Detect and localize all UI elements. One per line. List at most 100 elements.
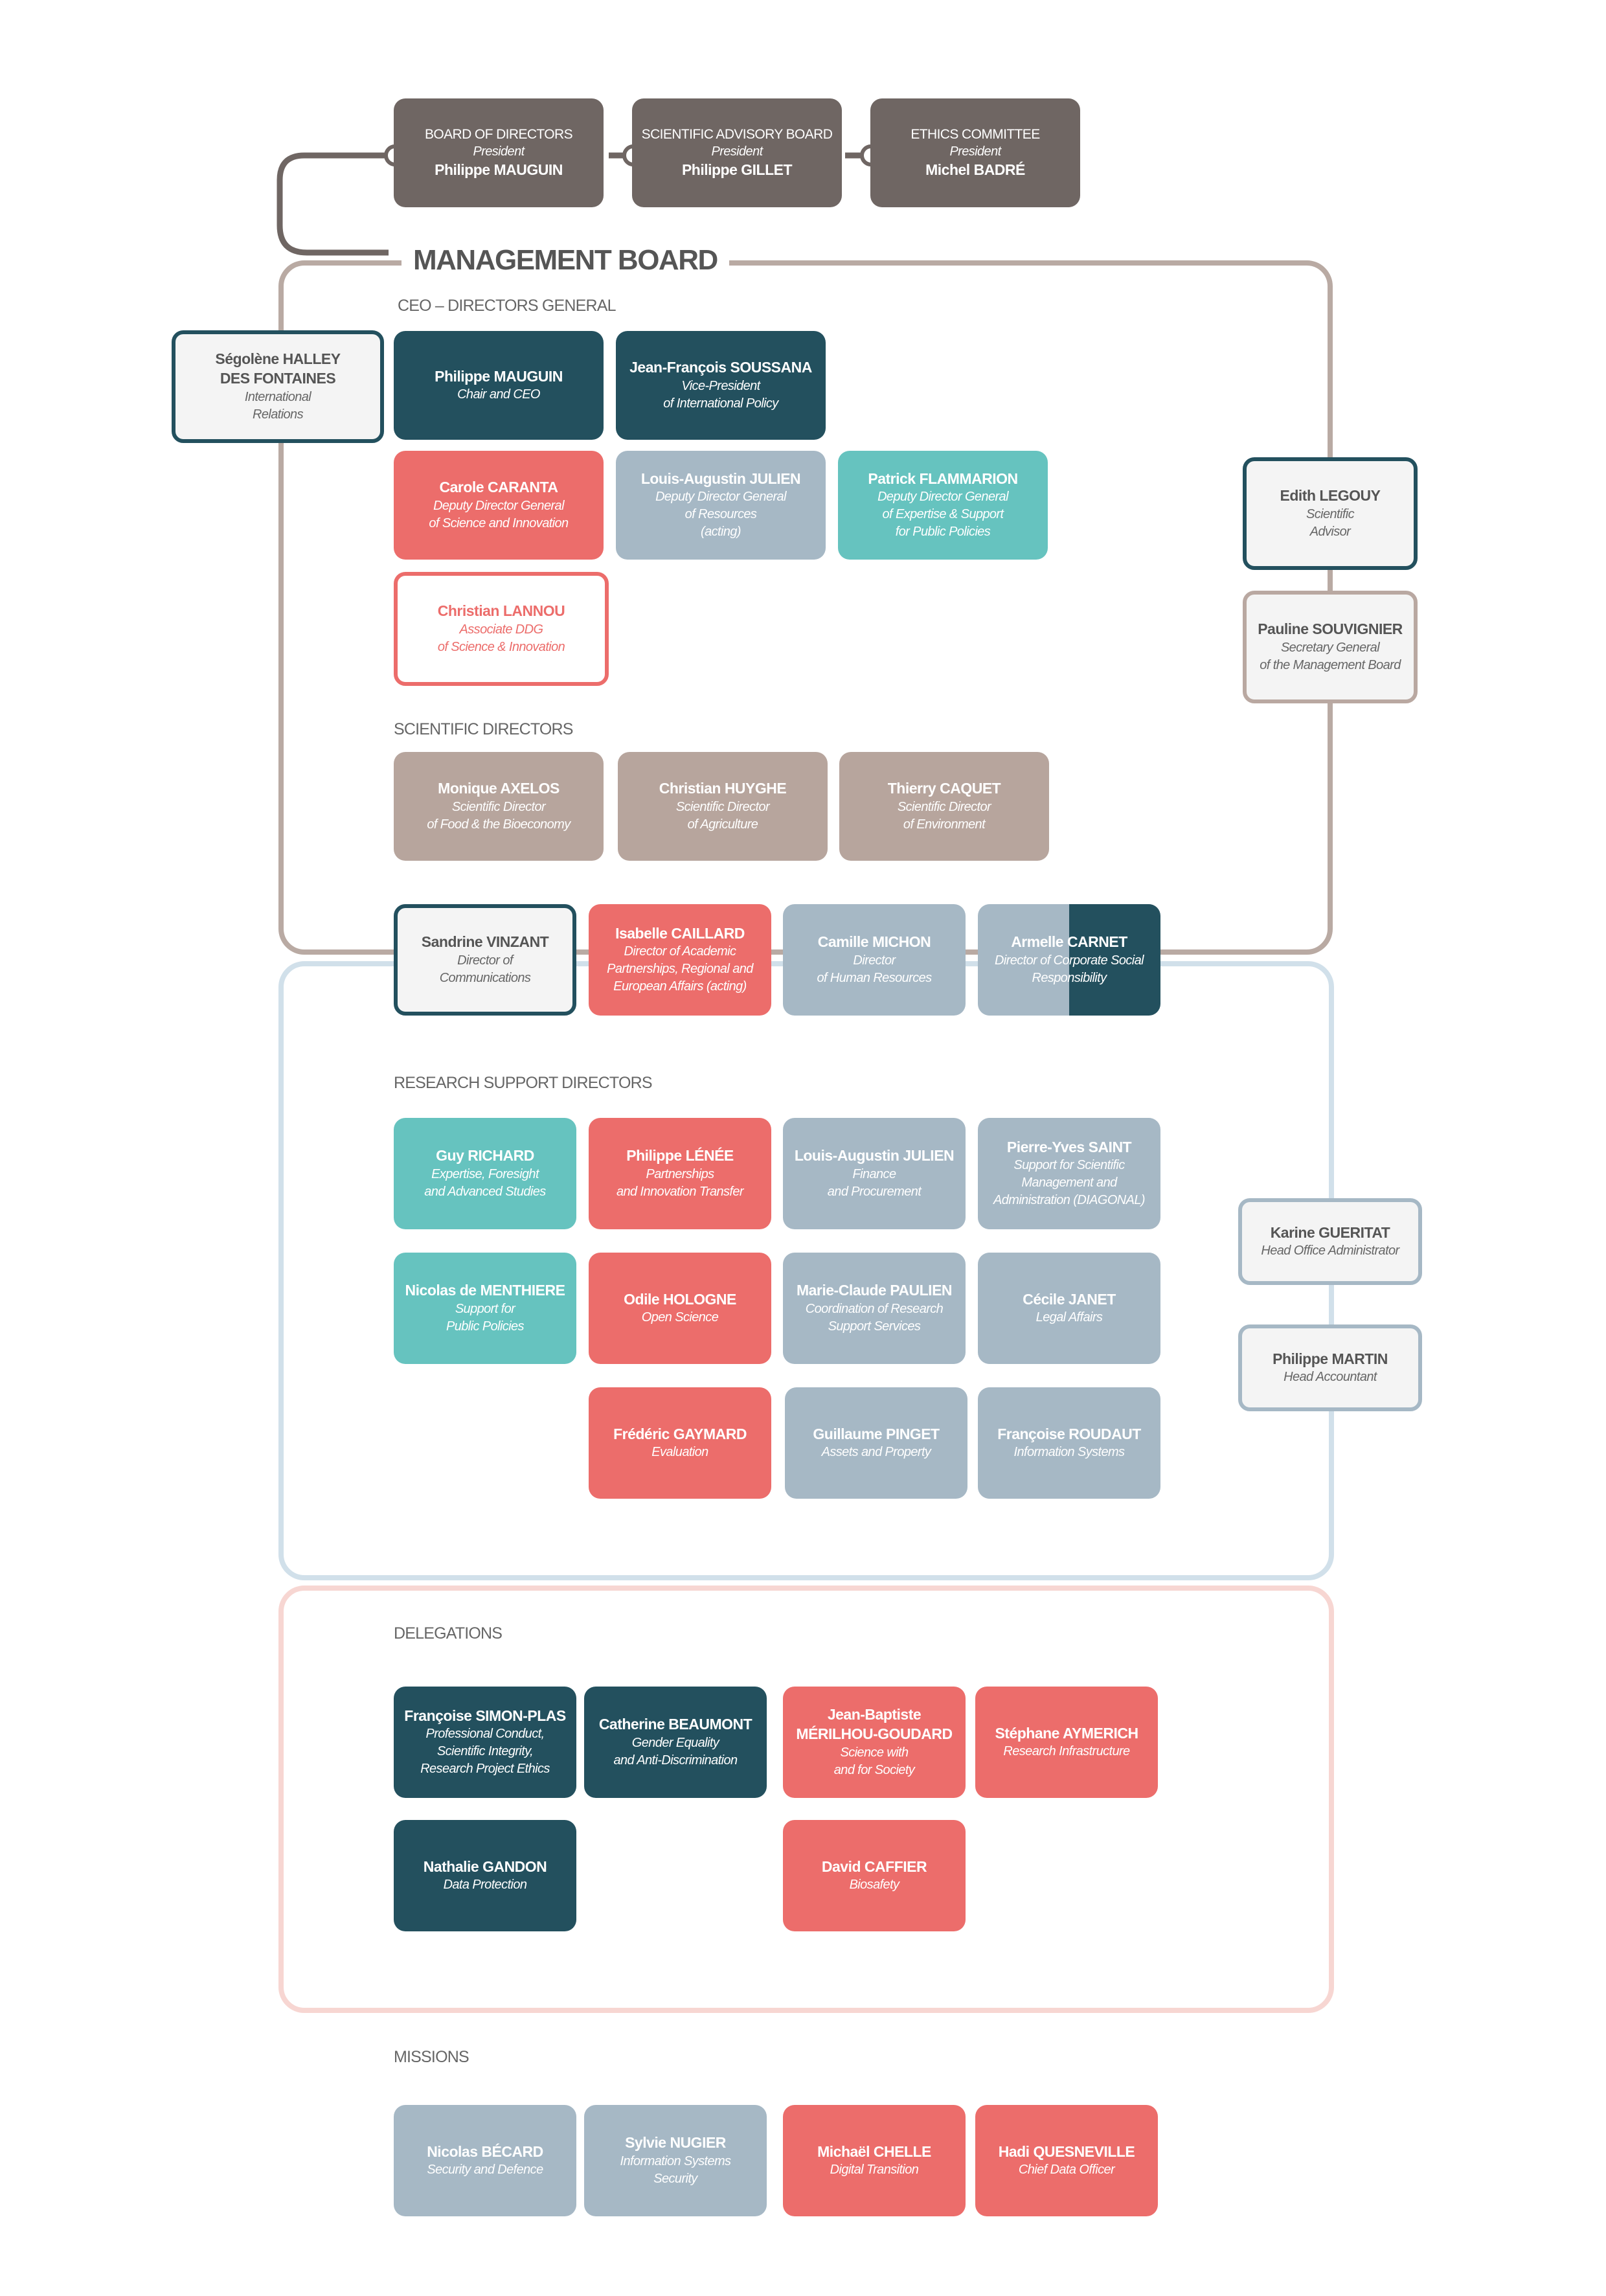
support-director-card[interactable]: Philippe LÉNÉE Partnerships and Innovati… (589, 1118, 771, 1229)
person-role: Scientific Director of Environment (897, 799, 991, 832)
scientific-advisor-card[interactable]: Edith LEGOUY Scientific Advisor (1243, 457, 1418, 570)
delegation-card[interactable]: Françoise SIMON-PLAS Professional Conduc… (394, 1687, 576, 1798)
person-role: Biosafety (849, 1878, 899, 1892)
vice-president-card[interactable]: Jean-François SOUSSANA Vice-President of… (616, 331, 826, 440)
person-role: Associate DDG of Science & Innovation (437, 622, 565, 654)
person-role: Open Science (641, 1310, 719, 1325)
person-role: Evaluation (651, 1445, 708, 1460)
person-role: Director of Communications (439, 953, 531, 985)
support-director-card[interactable]: Frédéric GAYMARD Evaluation (589, 1387, 771, 1499)
person-name: Catherine BEAUMONT (598, 1716, 752, 1733)
scientific-section-label: SCIENTIFIC DIRECTORS (394, 720, 573, 738)
support-director-card[interactable]: Guillaume PINGET Assets and Property (785, 1387, 967, 1499)
connector-main (277, 152, 395, 256)
delegation-card[interactable]: Catherine BEAUMONT Gender Equality and A… (584, 1687, 767, 1798)
missions-label: MISSIONS (394, 2048, 469, 2066)
person-name: Patrick FLAMMARION (868, 470, 1018, 487)
person-role: International Relations (244, 389, 311, 422)
person-role: Assets and Property (821, 1445, 931, 1460)
person-name: Philippe LÉNÉE (626, 1147, 734, 1165)
person-name: Pauline SOUVIGNIER (1258, 620, 1403, 638)
person-role: Scientific Advisor (1306, 506, 1355, 539)
person-name-line1: Ségolène HALLEY (215, 350, 341, 368)
scientific-advisory-board-card[interactable]: SCIENTIFIC ADVISORY BOARD President Phil… (632, 98, 842, 207)
person-role: Scientific Director of Food & the Bioeco… (427, 799, 571, 832)
research-support-label: RESEARCH SUPPORT DIRECTORS (394, 1074, 653, 1092)
corporate-social-responsibility-card[interactable]: Armelle CARNET Director of Corporate Soc… (978, 904, 1160, 1016)
support-director-card[interactable]: Nicolas de MENTHIERE Support for Public … (394, 1253, 576, 1364)
person-name: Guillaume PINGET (813, 1425, 940, 1442)
person-name: Louis-Augustin JULIEN (640, 470, 801, 487)
mission-card[interactable]: Michaël CHELLE Digital Transition (783, 2105, 966, 2216)
board-heading: ETHICS COMMITTEE (910, 126, 1040, 142)
person-name: Sandrine VINZANT (421, 933, 549, 951)
support-director-card[interactable]: Françoise ROUDAUT Information Systems (978, 1387, 1160, 1499)
person-name: Nicolas BÉCARD (427, 2143, 543, 2160)
person-name: Jean-Baptiste MÉRILHOU-GOUDARD (796, 1706, 953, 1742)
person-name: Edith LEGOUY (1280, 487, 1381, 505)
secretary-general-card[interactable]: Pauline SOUVIGNIER Secretary General of … (1243, 591, 1418, 703)
person-name: Guy RICHARD (436, 1147, 534, 1165)
person-name: Philippe MAUGUIN (435, 367, 563, 385)
head-office-administrator-card[interactable]: Karine GUERITAT Head Office Administrato… (1238, 1198, 1422, 1285)
person-role: Science with and for Society (833, 1745, 915, 1777)
person-role: Digital Transition (830, 2163, 919, 2177)
person-name: Françoise ROUDAUT (997, 1425, 1141, 1442)
person-role: Security and Defence (427, 2163, 543, 2177)
support-director-card[interactable]: Louis-Augustin JULIEN Finance and Procur… (783, 1118, 966, 1229)
mission-card[interactable]: Nicolas BÉCARD Security and Defence (394, 2105, 576, 2216)
person-role: Coordination of Research Support Service… (805, 1301, 944, 1334)
associate-ddg-card[interactable]: Christian LANNOU Associate DDG of Scienc… (394, 572, 609, 686)
scientific-director-card[interactable]: Monique AXELOS Scientific Director of Fo… (394, 752, 604, 861)
board-of-directors-card[interactable]: BOARD OF DIRECTORS President Philippe MA… (394, 98, 604, 207)
delegation-card[interactable]: David CAFFIER Biosafety (783, 1820, 966, 1931)
person-name: Cécile JANET (1023, 1290, 1116, 1308)
ddg-resources-card[interactable]: Louis-Augustin JULIEN Deputy Director Ge… (616, 451, 826, 560)
delegation-card[interactable]: Jean-Baptiste MÉRILHOU-GOUDARD Science w… (783, 1687, 966, 1798)
academic-partnerships-card[interactable]: Isabelle CAILLARD Director of Academic P… (589, 904, 771, 1016)
board-name: Philippe GILLET (681, 161, 793, 179)
international-relations-card[interactable]: Ségolène HALLEY DES FONTAINES Internatio… (172, 330, 384, 443)
person-role: Support for Scientific Management and Ad… (993, 1158, 1146, 1208)
person-role: Partnerships and Innovation Transfer (616, 1166, 744, 1199)
person-role: Finance and Procurement (827, 1166, 922, 1199)
delegations-label: DELEGATIONS (394, 1624, 503, 1642)
person-name: Louis-Augustin JULIEN (794, 1147, 955, 1165)
scientific-director-card[interactable]: Christian HUYGHE Scientific Director of … (618, 752, 828, 861)
person-name: Philippe MARTIN (1272, 1350, 1388, 1367)
person-name: Monique AXELOS (438, 780, 560, 797)
human-resources-card[interactable]: Camille MICHON Director of Human Resourc… (783, 904, 966, 1016)
person-role: Scientific Director of Agriculture (675, 799, 770, 832)
support-director-card[interactable]: Guy RICHARD Expertise, Foresight and Adv… (394, 1118, 576, 1229)
person-name: Armelle CARNET (1011, 933, 1127, 951)
support-director-card[interactable]: Odile HOLOGNE Open Science (589, 1253, 771, 1364)
support-director-card[interactable]: Cécile JANET Legal Affairs (978, 1253, 1160, 1364)
ddg-science-card[interactable]: Carole CARANTA Deputy Director General o… (394, 451, 604, 560)
person-name: Michaël CHELLE (817, 2143, 931, 2160)
person-role: Vice-President of International Policy (663, 378, 778, 411)
mission-card[interactable]: Hadi QUESNEVILLE Chief Data Officer (975, 2105, 1158, 2216)
support-director-card[interactable]: Pierre-Yves SAINT Support for Scientific… (978, 1118, 1160, 1229)
person-name: Nathalie GANDON (423, 1858, 547, 1875)
person-role: Deputy Director General of Science and I… (429, 498, 569, 530)
head-accountant-card[interactable]: Philippe MARTIN Head Accountant (1238, 1324, 1422, 1411)
person-role: Research Infrastructure (1003, 1744, 1130, 1759)
person-role: Legal Affairs (1035, 1310, 1103, 1325)
ceo-card[interactable]: Philippe MAUGUIN Chair and CEO (394, 331, 604, 440)
support-director-card[interactable]: Marie-Claude PAULIEN Coordination of Res… (783, 1253, 966, 1364)
person-name: Isabelle CAILLARD (615, 924, 745, 942)
ethics-committee-card[interactable]: ETHICS COMMITTEE President Michel BADRÉ (870, 98, 1080, 207)
delegation-card[interactable]: Stéphane AYMERICH Research Infrastructur… (975, 1687, 1158, 1798)
person-role: Head Office Administrator (1261, 1244, 1399, 1258)
delegation-card[interactable]: Nathalie GANDON Data Protection (394, 1820, 576, 1931)
person-name: Pierre-Yves SAINT (1006, 1138, 1132, 1155)
person-name: Nicolas de MENTHIERE (405, 1282, 565, 1299)
person-role: Deputy Director General of Resources (ac… (655, 490, 786, 540)
communications-card[interactable]: Sandrine VINZANT Director of Communicati… (394, 904, 576, 1016)
scientific-director-card[interactable]: Thierry CAQUET Scientific Director of En… (839, 752, 1049, 861)
person-name: Stéphane AYMERICH (995, 1724, 1138, 1742)
person-name: Karine GUERITAT (1270, 1223, 1390, 1241)
ddg-expertise-card[interactable]: Patrick FLAMMARION Deputy Director Gener… (838, 451, 1048, 560)
mission-card[interactable]: Sylvie NUGIER Information Systems Securi… (584, 2105, 767, 2216)
